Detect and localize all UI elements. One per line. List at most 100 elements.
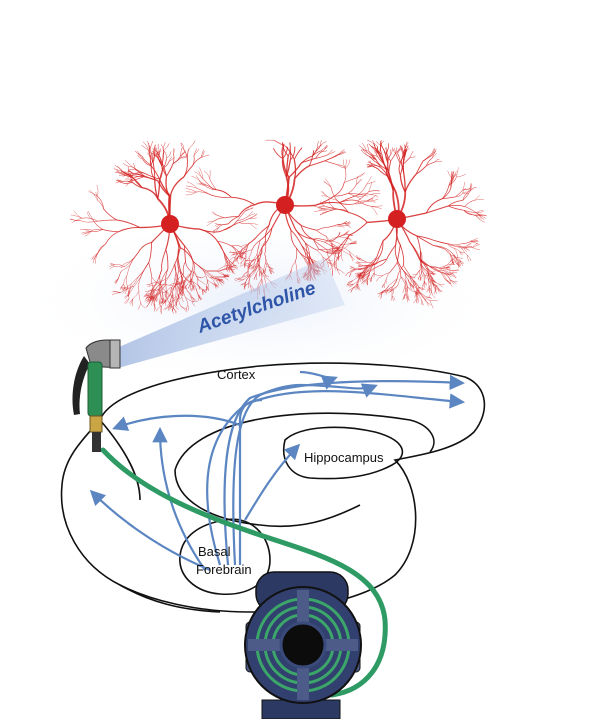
dendrite-branch bbox=[81, 221, 97, 222]
dendrite-branch bbox=[435, 161, 442, 162]
dendrite-branch bbox=[204, 171, 210, 180]
dendrite-branch bbox=[473, 248, 481, 250]
dendrite-branch bbox=[192, 176, 202, 183]
dendrite-branch bbox=[410, 157, 416, 158]
basal-forebrain-label-line2: Forebrain bbox=[196, 562, 252, 577]
dendrite-branch bbox=[369, 191, 380, 192]
dendrite-branch bbox=[343, 160, 345, 169]
dendrite-branch bbox=[186, 189, 197, 192]
dendrite-branch bbox=[344, 178, 356, 183]
dendrite-branch bbox=[104, 209, 117, 220]
neuron-soma bbox=[388, 210, 406, 228]
dendrite-branch bbox=[396, 147, 397, 153]
basal-forebrain-label-line1: Basal bbox=[198, 544, 231, 559]
dendrite-branch bbox=[327, 152, 335, 156]
dendrite-branch bbox=[193, 156, 195, 166]
dendrite-branch bbox=[331, 187, 337, 200]
dendrite-branch bbox=[186, 192, 197, 195]
dendrite-branch bbox=[465, 200, 475, 206]
dendrite-branch bbox=[197, 192, 212, 195]
dendrite-branch bbox=[371, 193, 381, 194]
dendrite-branch bbox=[325, 208, 334, 209]
dendrite-branch bbox=[71, 215, 82, 218]
dendrite-branch bbox=[371, 206, 382, 207]
dendrite-branch bbox=[448, 206, 464, 210]
dendrite-branch bbox=[123, 163, 133, 167]
dendrite-branch bbox=[194, 149, 197, 156]
dendrite-branch bbox=[124, 182, 133, 183]
dendrite-branch bbox=[337, 149, 345, 156]
dendrite-branch bbox=[173, 154, 174, 163]
dendrite-branch bbox=[448, 205, 465, 206]
dendrite-branch bbox=[466, 244, 471, 247]
dendrite-branch bbox=[356, 179, 362, 184]
dendrite-branch bbox=[475, 199, 484, 200]
dendrite-branch bbox=[321, 210, 328, 211]
dendrite-branch bbox=[295, 166, 310, 179]
dendrite-branch bbox=[423, 156, 431, 161]
dendrite-branch bbox=[325, 156, 337, 161]
dendrite-branch bbox=[150, 141, 153, 151]
dendrite-branch bbox=[463, 182, 465, 190]
dendrite-branch bbox=[274, 140, 286, 146]
dendrite-branch bbox=[294, 160, 295, 179]
dendrite-branch bbox=[98, 220, 117, 221]
dendrite-branch bbox=[334, 183, 344, 196]
dendrite-branch bbox=[294, 148, 302, 160]
dendrite-branch bbox=[321, 191, 328, 196]
dendrite-branch bbox=[144, 177, 158, 181]
dendrite-branch bbox=[457, 167, 459, 177]
dendrite-branch bbox=[391, 149, 393, 154]
dendrite-branch bbox=[97, 185, 98, 196]
dendrite-branch bbox=[368, 201, 376, 202]
dendrite-branch bbox=[82, 218, 97, 221]
cortex-label: Cortex bbox=[217, 367, 256, 382]
dendrite-branch bbox=[133, 167, 144, 173]
dendrite-branch bbox=[327, 150, 333, 156]
dendrite-branch bbox=[74, 211, 82, 219]
dendrite-branch bbox=[187, 182, 197, 189]
dendrite-branch bbox=[161, 144, 163, 151]
dendrite-branch bbox=[167, 151, 172, 158]
dendrite-branch bbox=[290, 149, 291, 160]
dendrite-branch bbox=[443, 186, 449, 199]
dendrite-branch bbox=[165, 152, 167, 159]
dendrite-branch bbox=[391, 153, 396, 161]
hippocampus-label: Hippocampus bbox=[304, 450, 384, 465]
dendrite-branch bbox=[348, 185, 356, 194]
water-pump-icon bbox=[245, 572, 361, 719]
dendrite-branch bbox=[143, 142, 148, 151]
dendrite-branch bbox=[309, 150, 314, 166]
dendrite-branch bbox=[457, 174, 466, 177]
dendrite-branch bbox=[80, 230, 90, 232]
dendrite-branch bbox=[211, 195, 231, 198]
dendrite-branch bbox=[448, 171, 452, 178]
dendrite-branch bbox=[358, 184, 367, 195]
dendrite-branch bbox=[189, 141, 195, 149]
dendrite-branch bbox=[476, 210, 483, 212]
dendrite-branch bbox=[325, 161, 337, 165]
dendrite-branch bbox=[167, 164, 174, 177]
dendrite-branch bbox=[186, 192, 196, 193]
dendrite-branch bbox=[321, 151, 327, 152]
dendrite-branch bbox=[371, 206, 377, 215]
neuron-soma bbox=[276, 196, 294, 214]
dendrite-branch bbox=[323, 191, 328, 196]
dendrite-branch bbox=[315, 203, 339, 206]
dendrite-branch bbox=[367, 144, 369, 152]
dendrite-branch bbox=[150, 153, 151, 165]
dendrite-branch bbox=[426, 158, 432, 166]
dendrite-branch bbox=[463, 193, 469, 194]
dendrite-branch bbox=[216, 190, 231, 197]
dendrite-branch bbox=[387, 176, 395, 191]
dendrite-branch bbox=[115, 172, 123, 174]
dendrite-branch bbox=[356, 197, 361, 201]
dendrite-branch bbox=[187, 149, 189, 162]
dendrite-branch bbox=[194, 149, 199, 156]
dendrite-branch bbox=[371, 195, 379, 198]
dendrite-branch bbox=[170, 177, 183, 196]
dendrite-branch bbox=[399, 163, 400, 175]
dendrite-branch bbox=[309, 161, 325, 166]
neuron-soma bbox=[161, 215, 179, 233]
